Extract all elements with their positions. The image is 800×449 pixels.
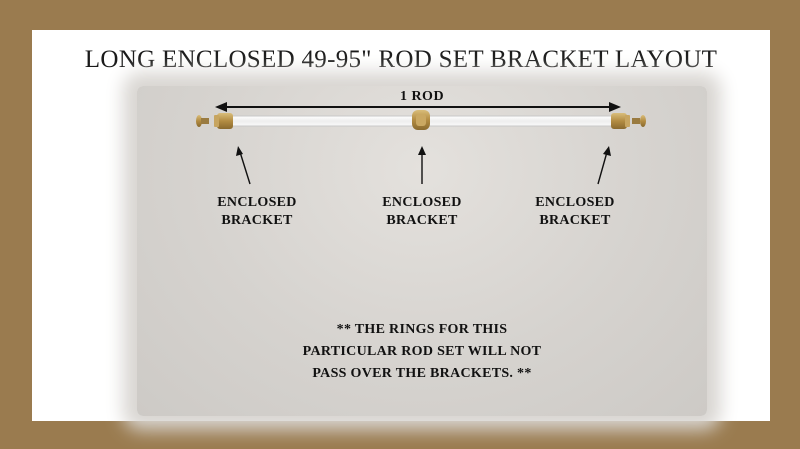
page-title: LONG ENCLOSED 49-95" ROD SET BRACKET LAY… (84, 46, 718, 73)
bracket-callout-left: ENCLOSED BRACKET (197, 194, 317, 230)
rod-illustration (196, 102, 646, 185)
bracket-callout-line1: ENCLOSED (217, 195, 297, 210)
bracket-callout-line2: BRACKET (539, 213, 611, 228)
pointer-arrow-center (418, 146, 426, 184)
bracket-callout-line1: ENCLOSED (382, 195, 462, 210)
right-bracket (611, 113, 630, 129)
rod-photo: 1 ROD ENCLOSED BRACKET ENCLOSED BRACKET … (137, 86, 707, 416)
bracket-callout-line1: ENCLOSED (535, 195, 615, 210)
rings-note-line2: PARTICULAR ROD SET WILL NOT (302, 344, 542, 359)
rings-note-line3: PASS OVER THE BRACKETS. ** (312, 366, 532, 381)
rings-note: ** THE RINGS FOR THIS PARTICULAR ROD SET… (287, 319, 557, 385)
rod-label: 1 ROD (399, 89, 445, 104)
left-finial (196, 115, 209, 127)
bracket-callout-line2: BRACKET (386, 213, 458, 228)
pointer-arrow-right (597, 146, 611, 185)
right-finial (632, 115, 646, 127)
bracket-callout-center: ENCLOSED BRACKET (362, 194, 482, 230)
diagram-frame: LONG ENCLOSED 49-95" ROD SET BRACKET LAY… (32, 30, 770, 421)
rod-length-arrow (215, 102, 621, 112)
pointer-arrow-left (236, 146, 251, 185)
left-bracket (214, 113, 233, 129)
rings-note-line1: ** THE RINGS FOR THIS (336, 322, 508, 337)
center-bracket (412, 110, 430, 130)
bracket-callout-line2: BRACKET (221, 213, 293, 228)
bracket-callout-right: ENCLOSED BRACKET (515, 194, 635, 230)
